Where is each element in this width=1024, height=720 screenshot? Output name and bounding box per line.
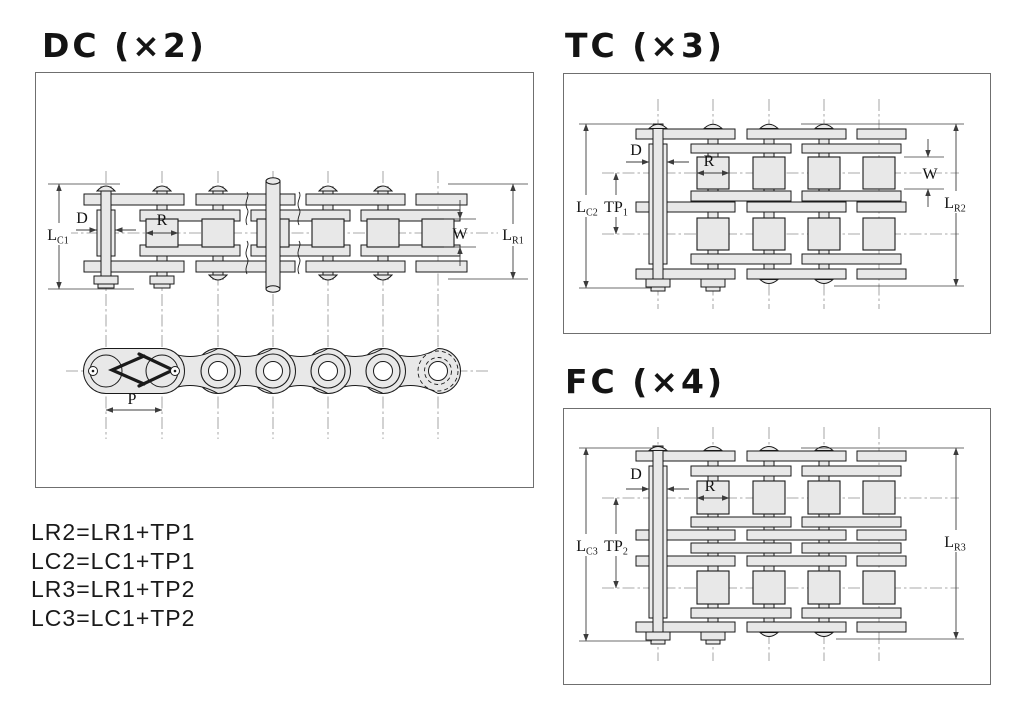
- dc-label-r: R: [157, 212, 168, 229]
- fc-label-lr3: LR3: [944, 534, 965, 554]
- dc-side-rollers: [200, 353, 401, 389]
- formula-line: LC2=LC1+TP1: [31, 547, 196, 574]
- tc-drawing: LC2 TP1 D R W LR2: [573, 99, 971, 309]
- tc-link-plates: [635, 128, 907, 280]
- dc-label-p: P: [128, 391, 137, 408]
- fc-cutaway-pin: [648, 445, 668, 638]
- tc-pin-heads: [645, 123, 835, 292]
- dc-link-plates: [83, 193, 468, 273]
- fc-dimensions: LC3 TP2 D R LR3: [573, 447, 971, 642]
- formula-line: LR3=LR1+TP2: [31, 576, 196, 603]
- fc-drawing: LC3 TP2 D R LR3: [573, 427, 971, 661]
- dc-label-lr1: LR1: [502, 227, 523, 247]
- tc-cutaway-pin: [648, 123, 668, 283]
- dc-panel: LC1 D R W LR1 P: [35, 72, 534, 488]
- tc-label-d: D: [630, 142, 642, 159]
- formula-line: LC3=LC1+TP2: [31, 604, 196, 631]
- dc-plan-view: [83, 177, 468, 293]
- dc-cutaway-pin: [93, 185, 119, 289]
- fc-label-d: D: [630, 466, 642, 483]
- dc-break-marks: [245, 191, 301, 275]
- tc-label-lr2: LR2: [944, 195, 965, 215]
- fc-label-tp2: TP2: [604, 538, 628, 558]
- dc-dimensions: LC1 D R W LR1 P: [46, 183, 529, 413]
- dc-drawing: LC1 D R W LR1 P: [46, 171, 529, 439]
- fc-pin-heads: [645, 446, 835, 645]
- dc-label-w: W: [452, 226, 468, 243]
- dc-label-d: D: [76, 210, 88, 227]
- dc-label-lc1: LC1: [47, 227, 68, 247]
- tc-panel: LC2 TP1 D R W LR2: [563, 73, 991, 334]
- dc-connecting-pin: [265, 177, 281, 293]
- tc-dimensions: LC2 TP1 D R W LR2: [573, 123, 971, 289]
- tc-label-tp1: TP1: [604, 199, 628, 219]
- fc-title: FC (×4): [565, 362, 726, 401]
- fc-panel: LC3 TP2 D R LR3: [563, 408, 991, 685]
- tc-label-w: W: [922, 166, 938, 183]
- fc-link-plates: [635, 450, 907, 633]
- fc-label-lc3: LC3: [576, 538, 597, 558]
- dc-title: DC (×2): [42, 26, 207, 65]
- fc-label-r: R: [705, 478, 716, 495]
- formula-list: LR2=LR1+TP1 LC2=LC1+TP1 LR3=LR1+TP2 LC3=…: [31, 518, 195, 632]
- dc-phantom-roller: [417, 350, 459, 392]
- dc-pin-heads: [149, 185, 394, 289]
- tc-label-r: R: [704, 153, 715, 170]
- tc-label-lc2: LC2: [576, 199, 597, 219]
- tc-title: TC (×3): [565, 26, 725, 65]
- dc-side-view: [83, 347, 461, 395]
- formula-line: LR2=LR1+TP1: [31, 519, 196, 545]
